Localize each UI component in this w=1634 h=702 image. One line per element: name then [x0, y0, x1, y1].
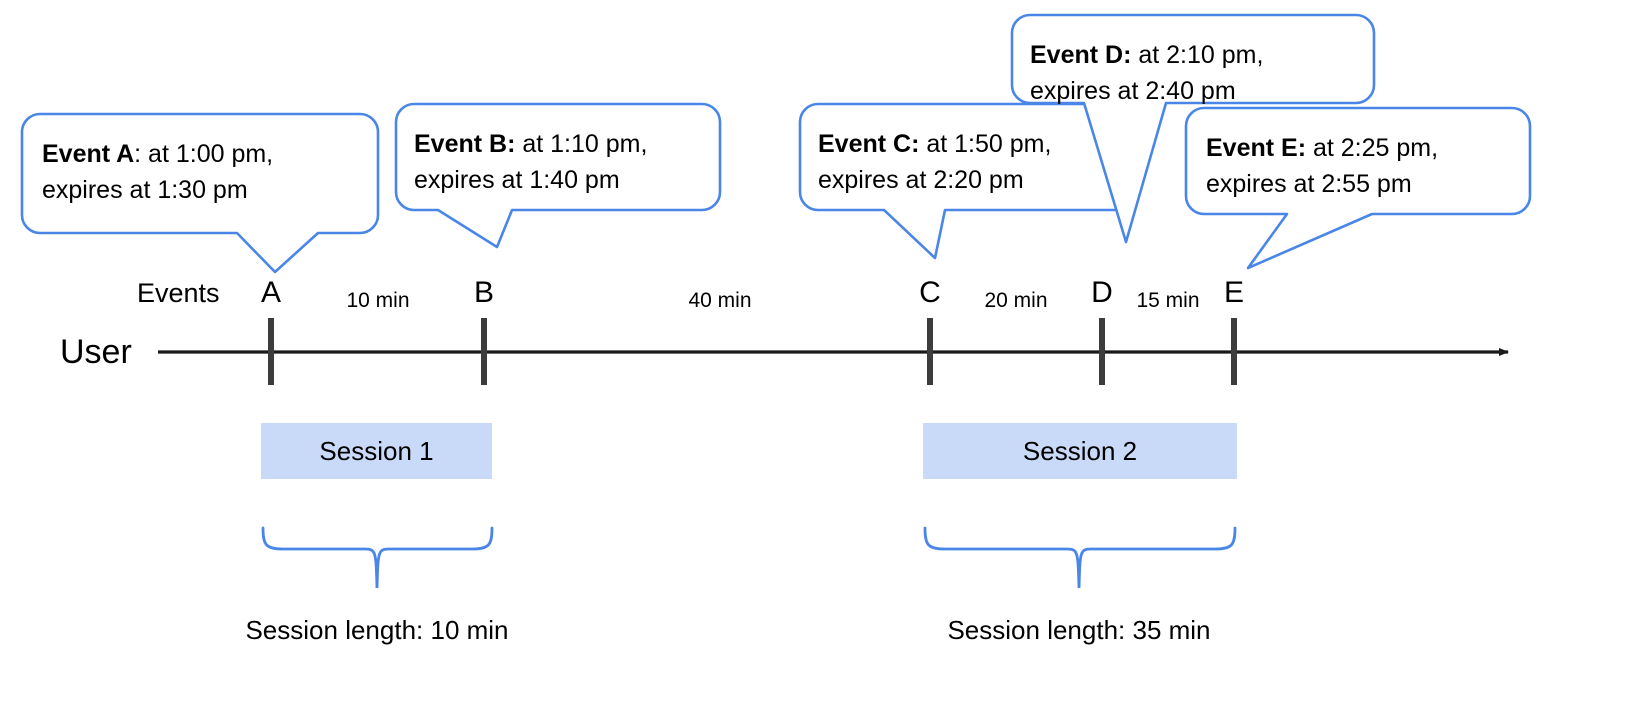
axis-events-label: Events	[137, 278, 220, 308]
callout-event-e-text: Event E: at 2:25 pm, expires at 2:55 pm	[1206, 130, 1438, 202]
brace-session-2	[923, 526, 1237, 589]
callout-event-b-line1: at 1:10 pm,	[515, 130, 648, 158]
tick-label-a: A	[260, 276, 281, 309]
callout-event-d-line2: expires at 2:40 pm	[1030, 77, 1236, 105]
tick-label-b: B	[473, 276, 494, 309]
callout-event-e-line1: at 2:25 pm,	[1306, 134, 1439, 162]
callout-event-c-bold: Event C:	[818, 130, 920, 158]
callout-event-b-shape	[394, 102, 722, 249]
callout-event-e-line2: expires at 2:55 pm	[1206, 170, 1412, 198]
callout-event-a-shape	[20, 112, 380, 274]
session-box-1[interactable]: Session 1	[261, 423, 492, 479]
callout-event-d-text: Event D: at 2:10 pm, expires at 2:40 pm	[1030, 37, 1263, 109]
brace-session-1	[261, 526, 494, 589]
callout-event-c-text: Event C: at 1:50 pm, expires at 2:20 pm	[818, 126, 1051, 198]
session-length-label-2: Session length: 35 min	[947, 615, 1211, 645]
callout-event-a-text: Event A: at 1:00 pm, expires at 1:30 pm	[42, 136, 273, 208]
callout-event-a-line1: : at 1:00 pm,	[134, 140, 274, 168]
axis-row-label-user: User	[60, 333, 132, 371]
callout-event-d-line1: at 2:10 pm,	[1131, 41, 1264, 69]
tick-label-e: E	[1223, 276, 1244, 309]
tick-label-c: C	[919, 276, 941, 309]
callout-event-e-bold: Event E:	[1206, 134, 1307, 162]
gap-label-c-d: 20 min	[984, 289, 1048, 312]
gap-label-a-b: 10 min	[346, 289, 410, 312]
callout-event-a-bold: Event A	[42, 140, 135, 168]
session-length-label-1: Session length: 10 min	[245, 615, 509, 645]
callout-event-c-line1: at 1:50 pm,	[919, 130, 1052, 158]
callout-event-e-shape	[1184, 106, 1532, 270]
tick-label-d: D	[1091, 276, 1113, 309]
callout-event-b-text: Event B: at 1:10 pm, expires at 1:40 pm	[414, 126, 647, 198]
gap-label-b-c: 40 min	[688, 289, 752, 312]
callout-event-a-line2: expires at 1:30 pm	[42, 176, 248, 204]
callout-event-b-bold: Event B:	[414, 130, 516, 158]
gap-label-d-e: 15 min	[1136, 289, 1200, 312]
callout-event-d-shape	[1010, 13, 1376, 244]
callout-event-b-line2: expires at 1:40 pm	[414, 166, 620, 194]
callout-event-d-bold: Event D:	[1030, 41, 1132, 69]
session-box-2[interactable]: Session 2	[923, 423, 1237, 479]
callout-event-c-line2: expires at 2:20 pm	[818, 166, 1024, 194]
